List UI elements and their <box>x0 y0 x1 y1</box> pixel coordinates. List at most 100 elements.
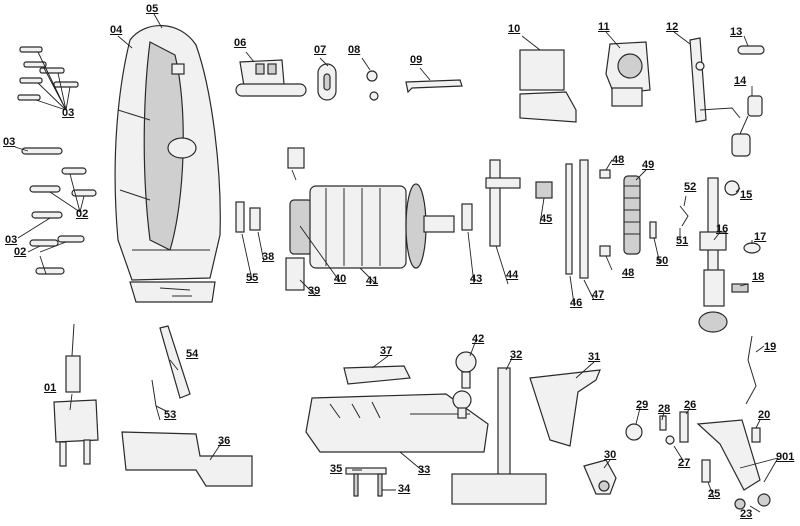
block-10 <box>519 49 577 123</box>
label-54: 54 <box>186 348 199 360</box>
gear-49 <box>623 175 641 255</box>
label-09: 09 <box>410 54 423 66</box>
brush-holder-38 <box>249 207 261 231</box>
brush-55 <box>235 201 245 233</box>
label-07: 07 <box>314 44 327 56</box>
guide-47 <box>579 159 589 279</box>
label-06: 06 <box>234 37 247 49</box>
lever-12 <box>689 37 741 123</box>
label-03b: 03 <box>3 136 16 148</box>
screw-26 <box>679 411 689 443</box>
label-45: 45 <box>540 213 553 225</box>
label-29: 29 <box>636 399 649 411</box>
label-03a: 03 <box>62 107 75 119</box>
label-10: 10 <box>508 23 521 35</box>
label-33: 33 <box>418 464 431 476</box>
knob-42 <box>452 351 477 419</box>
base-shoe-33 <box>305 393 489 453</box>
label-04: 04 <box>110 24 123 36</box>
label-32: 32 <box>510 349 523 361</box>
brush-holder-39 <box>285 147 305 291</box>
cord-guard-54 <box>159 325 191 399</box>
label-41: 41 <box>366 275 379 287</box>
pin-50 <box>649 221 657 239</box>
hex-key-09 <box>405 79 463 94</box>
label-47: 47 <box>592 289 605 301</box>
capacitor-14 <box>731 95 763 157</box>
label-37: 37 <box>380 345 393 357</box>
label-17: 17 <box>754 231 767 243</box>
plate-48b <box>599 245 611 257</box>
label-02b: 02 <box>14 246 27 258</box>
cover-31 <box>529 369 601 447</box>
label-48a: 48 <box>612 154 625 166</box>
screw-set-02 <box>29 167 97 275</box>
label-50: 50 <box>656 255 669 267</box>
label-01: 01 <box>44 382 57 394</box>
gear-block-45 <box>535 181 553 199</box>
label-14: 14 <box>734 75 747 87</box>
label-38: 38 <box>262 251 275 263</box>
washer-27 <box>665 435 675 445</box>
label-49: 49 <box>642 159 655 171</box>
label-15: 15 <box>740 189 753 201</box>
guide-46 <box>565 163 573 275</box>
label-26: 26 <box>684 399 697 411</box>
label-03c: 03 <box>5 234 18 246</box>
label-901: 901 <box>776 451 795 463</box>
bracket-06 <box>235 59 307 97</box>
shoe-37 <box>343 365 411 385</box>
nut-08 <box>366 70 379 101</box>
screw-plate-35-34 <box>345 467 387 497</box>
label-44: 44 <box>506 269 519 281</box>
label-11: 11 <box>598 21 610 33</box>
pin-28 <box>659 415 667 431</box>
ring-17 <box>743 242 761 254</box>
label-43: 43 <box>470 273 483 285</box>
screw-set-03 <box>17 46 79 155</box>
housing-04-05 <box>114 25 221 303</box>
label-18: 18 <box>752 271 765 283</box>
label-36: 36 <box>218 435 231 447</box>
label-48b: 48 <box>622 267 635 279</box>
nut-18 <box>731 283 749 293</box>
clip-20 <box>751 427 761 443</box>
label-40: 40 <box>334 273 347 285</box>
spring-52 <box>679 205 689 227</box>
label-27: 27 <box>678 457 691 469</box>
label-20: 20 <box>758 409 771 421</box>
label-19: 19 <box>764 341 777 353</box>
wire-19 <box>745 335 757 405</box>
label-53: 53 <box>164 409 177 421</box>
power-plug-01 <box>53 323 99 467</box>
parallel-guide-32 <box>451 367 547 505</box>
label-35: 35 <box>330 463 343 475</box>
label-08: 08 <box>348 44 361 56</box>
pin-13 <box>737 45 765 55</box>
plate-48a <box>599 169 611 179</box>
label-34: 34 <box>398 483 411 495</box>
bearing-29 <box>625 423 643 441</box>
clip-07 <box>317 63 337 101</box>
roller-30 <box>583 459 617 495</box>
label-25: 25 <box>708 488 721 500</box>
label-30: 30 <box>604 449 617 461</box>
label-05: 05 <box>146 3 159 15</box>
label-13: 13 <box>730 26 743 38</box>
bushing-43 <box>461 203 473 231</box>
label-31: 31 <box>588 351 601 363</box>
plunger-16 <box>698 177 728 333</box>
label-23: 23 <box>740 508 753 520</box>
label-12: 12 <box>666 21 679 33</box>
label-16: 16 <box>716 223 729 235</box>
switch-11 <box>605 41 651 107</box>
clamp-53 <box>151 379 169 413</box>
label-42: 42 <box>472 333 485 345</box>
label-55: 55 <box>246 272 259 284</box>
shaft-44 <box>485 159 521 247</box>
base-plate-36 <box>121 431 253 487</box>
label-28: 28 <box>658 403 671 415</box>
support-roller-901 <box>696 419 771 510</box>
